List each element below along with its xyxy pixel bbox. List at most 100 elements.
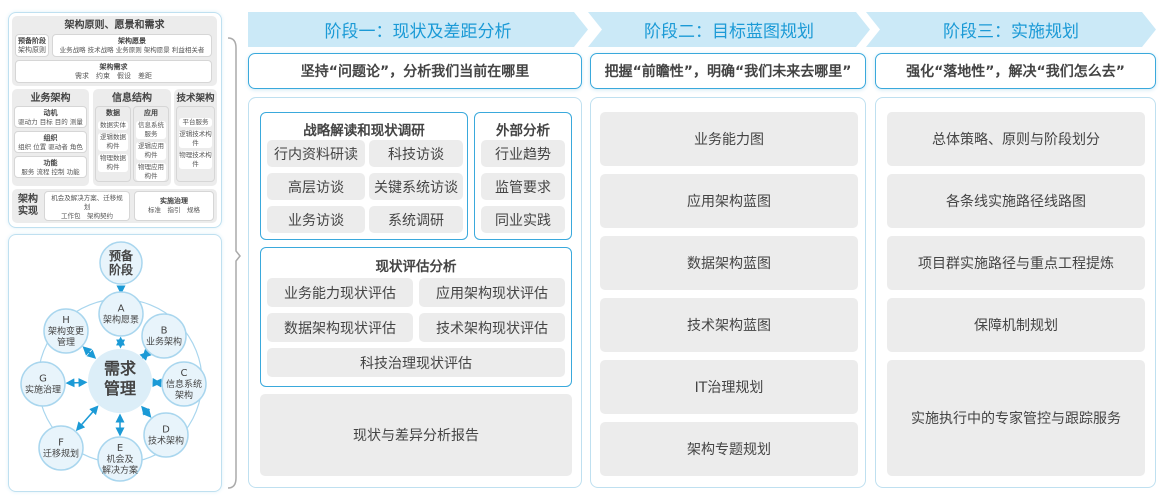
bidirectional-arrow: [139, 348, 152, 361]
data-item: 物理数据构件: [98, 154, 128, 172]
function-box: 功能服务 流程 控制 功能: [14, 156, 87, 178]
stage-3-item: 保障机制规划: [887, 298, 1145, 352]
box-items: 驱动力 目标 目的 测量: [18, 118, 83, 126]
phase-letter: C: [181, 368, 188, 379]
application-item: 逻辑应用构件: [136, 142, 166, 160]
stage-2-title: 阶段二：目标蓝图规划: [644, 22, 814, 42]
adm-cycle-diagram: 预备阶段A架构愿景B业务架构C信息系统架构D技术架构E机会及解决方案F迁移规划G…: [20, 241, 207, 482]
box-items: 组织 位置 驱动者 角色: [18, 143, 83, 151]
research-title: 战略解读和现状调研: [303, 123, 425, 139]
data-title: 数据: [106, 109, 120, 117]
assessment-box: 现状评估分析 业务能力现状评估 应用架构现状评估 数据架构现状评估 技术架构现状…: [260, 247, 572, 387]
box-items: 标准 指引 规格: [148, 206, 200, 214]
box-items: 服务 流程 控制 功能: [21, 168, 80, 176]
application-title: 应用: [144, 109, 158, 117]
phase-node-f: [38, 425, 84, 471]
phase-letter: B: [161, 326, 168, 337]
stage-2-item: 业务能力图: [600, 112, 858, 166]
technology-architecture-section: 技术架构 平台服务 逻辑技术构件 物理技术构件: [174, 89, 217, 186]
application-item: 信息系统服务: [136, 121, 166, 139]
bidirectional-arrow: [75, 405, 99, 432]
phase-letter: F: [58, 438, 64, 449]
box-items: 工作包 架构契约: [61, 212, 113, 220]
stage-1-title: 阶段一：现状及差距分析: [324, 22, 512, 42]
prelim-items: 架构原则: [18, 46, 46, 54]
external-item: 同业实践: [481, 206, 565, 233]
technology-title: 技术架构: [176, 93, 215, 104]
data-item: 数据实体: [98, 121, 128, 130]
phase-letter: D: [162, 425, 170, 436]
business-architecture-section: 业务架构 动机驱动力 目标 目的 测量 组织组织 位置 驱动者 角色 功能服务 …: [12, 89, 89, 186]
phase-label: 机会及: [106, 453, 133, 465]
phase-label: 技术架构: [148, 435, 184, 447]
phase-node-g: [20, 361, 66, 407]
bracket: [227, 37, 241, 489]
data-item: 逻辑数据构件: [98, 133, 128, 151]
application-item: 物理应用构件: [136, 163, 166, 181]
phase-label: 迁移规划: [43, 448, 79, 460]
research-box: 战略解读和现状调研 行内资料研读 科技访谈 高层访谈 关键系统访谈 业务访谈 系…: [260, 112, 468, 240]
research-item: 关键系统访谈: [369, 173, 463, 200]
technology-item: 逻辑技术构件: [179, 130, 212, 148]
phase-letter: A: [118, 304, 125, 315]
external-item: 监管要求: [481, 173, 565, 200]
requirements-box: 架构需求 需求 约束 假设 差距: [15, 60, 212, 83]
application-column: 应用 信息系统服务 逻辑应用构件 物理应用构件: [133, 106, 169, 182]
phase-label: 管理: [57, 336, 75, 348]
stage-2-content: [590, 97, 866, 488]
stage-3-subtitle: 强化“落地性”，解决“我们怎么去”: [875, 53, 1156, 89]
technology-item: 平台服务: [179, 118, 212, 127]
principles-vision-requirements-section: 架构原则、愿景和需求 预备阶段 架构原则 架构愿景 业务战略 技术战略 业务原则…: [12, 16, 217, 86]
prelim-title: 预备阶段: [18, 37, 46, 45]
vision-box: 架构愿景 业务战略 技术战略 业务原则 架构愿景 利益相关者: [52, 34, 212, 57]
phase-node-c: [161, 361, 207, 407]
report-box: 现状与差异分析报告: [260, 394, 572, 476]
assessment-title: 现状评估分析: [375, 259, 457, 275]
realization-section: 架构实现 机会及解决方案、迁移规划工作包 架构契约 实施治理标准 指引 规格: [12, 189, 217, 223]
phase-letter: E: [117, 443, 123, 454]
stage-1-banner: 阶段一：现状及差距分析: [248, 12, 588, 47]
technology-column: 平台服务 逻辑技术构件 物理技术构件: [176, 106, 215, 182]
motivation-box: 动机驱动力 目标 目的 测量: [14, 106, 87, 128]
research-item: 业务访谈: [267, 206, 365, 233]
requirements-title: 架构需求: [99, 63, 128, 71]
phase-letter: G: [39, 374, 47, 385]
prelim-node: [99, 241, 143, 285]
section-title: 架构原则、愿景和需求: [64, 20, 165, 31]
stage-3-title: 阶段三：实施规划: [943, 22, 1079, 42]
stage-2-item: 架构专题规划: [600, 422, 858, 476]
phase-node-h: [43, 308, 89, 354]
phase-node-d: [143, 412, 189, 458]
information-title: 信息结构: [112, 93, 152, 104]
stage-2-subtitle: 把握“前瞻性”，明确“我们未来去哪里”: [590, 53, 866, 89]
phase-label: 架构: [175, 389, 193, 401]
assessment-item: 应用架构现状评估: [419, 278, 565, 307]
vision-items: 业务战略 技术战略 业务原则 架构愿景 利益相关者: [59, 46, 205, 54]
stage-1-subtitle: 坚持“问题论”，分析我们当前在哪里: [248, 53, 582, 89]
realization-title: 架构实现: [18, 194, 38, 217]
stage-2-item: IT治理规划: [600, 360, 858, 414]
bidirectional-arrow: [82, 346, 97, 359]
governance-box: 实施治理标准 指引 规格: [134, 191, 214, 221]
box-title: 功能: [43, 159, 58, 167]
information-structure-section: 信息结构 数据 数据实体 逻辑数据构件 物理数据构件 应用 信息系统服务 逻辑应…: [93, 89, 171, 186]
research-item: 行内资料研读: [267, 140, 365, 167]
stage-2-item: 数据架构蓝图: [600, 236, 858, 290]
stage-2-banner: 阶段二：目标蓝图规划: [588, 12, 870, 47]
phase-label: 架构愿景: [103, 314, 139, 326]
phase-node-b: [141, 313, 187, 359]
stage-1-content: [248, 97, 582, 488]
stage-3-item: 总体策略、原则与阶段划分: [887, 112, 1145, 166]
organization-box: 组织组织 位置 驱动者 角色: [14, 131, 87, 153]
box-title: 动机: [43, 109, 58, 117]
stage-2-item: 技术架构蓝图: [600, 298, 858, 352]
external-title: 外部分析: [496, 123, 550, 139]
technology-item: 物理技术构件: [179, 151, 212, 169]
research-item: 科技访谈: [369, 140, 463, 167]
assessment-item: 业务能力现状评估: [267, 278, 413, 307]
phase-node-a: [98, 291, 144, 337]
prelim-label: 预备: [109, 248, 134, 263]
stage-3-item: 各条线实施路径线路图: [887, 174, 1145, 228]
assessment-item: 技术架构现状评估: [419, 313, 565, 342]
bidirectional-arrow: [65, 378, 88, 388]
